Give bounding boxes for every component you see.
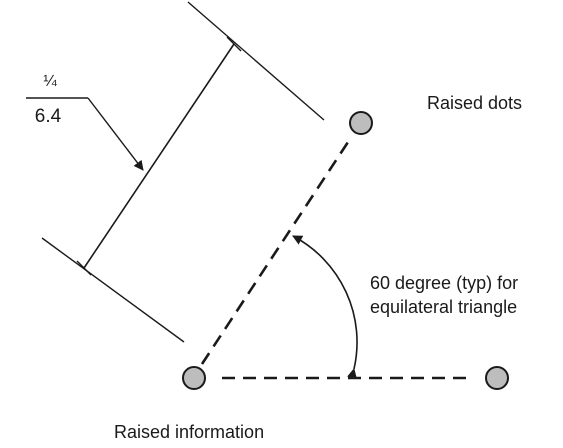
angle-label-line1: 60 degree (typ) for [370,273,518,293]
dimension-tick-bottom [76,260,92,276]
raised-dots-label: Raised dots [427,93,522,113]
dimension-line [83,43,235,269]
raised-dot-top [349,111,373,135]
raised-dot-bottom-right [485,366,509,390]
dimension-metric: 6.4 [35,106,62,127]
extension-line-top [187,1,325,121]
dimension-leader [87,97,144,171]
extension-line-bottom [41,237,185,343]
angle-label-line2: equilateral triangle [370,297,517,317]
angle-arc [292,235,358,379]
dashed-line-diagonal [200,135,354,365]
dimension-tick-top [226,36,242,52]
dimension-fraction: ¼ [43,73,57,90]
raised-dot-bottom-left [182,366,206,390]
raised-information-label: Raised information [114,422,264,442]
